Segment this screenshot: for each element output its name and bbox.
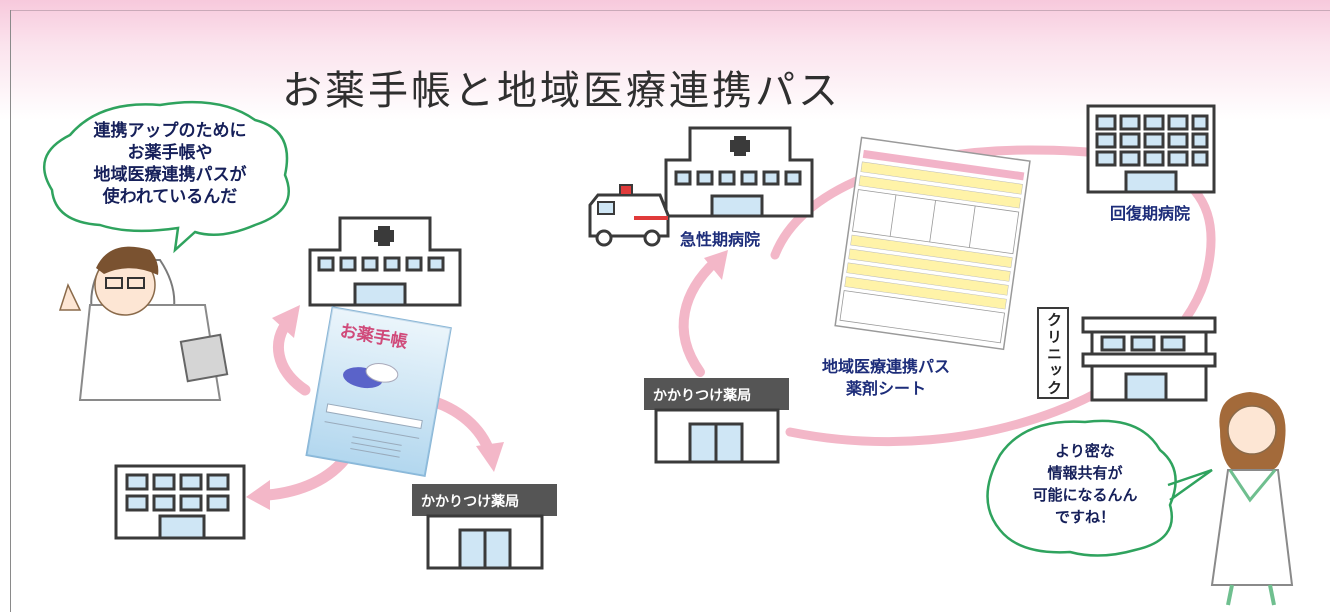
nurse-illustration bbox=[1210, 392, 1294, 606]
nurse-speech-bubble bbox=[986, 419, 1213, 557]
medicine-notebook bbox=[305, 306, 452, 478]
clinic-building-icon bbox=[1037, 307, 1217, 402]
left-office-icon bbox=[114, 464, 246, 540]
nurse-bubble-text: より密な 情報共有が 可能になるんん ですね！ bbox=[1005, 440, 1165, 528]
clinic-label: クリニック bbox=[1045, 312, 1063, 397]
nurse-bubble-line: ですね！ bbox=[1054, 508, 1115, 526]
frame-top-edge bbox=[10, 10, 1330, 11]
acute-hospital-icon bbox=[664, 126, 814, 218]
nurse-bubble-line: より密な bbox=[1055, 442, 1115, 460]
doctor-illustration bbox=[58, 246, 229, 401]
path-sheet-caption-line: 地域医療連携パス bbox=[822, 357, 951, 376]
ambulance-icon bbox=[588, 184, 670, 247]
doctor-bubble-line: 地域医療連携パスが bbox=[93, 165, 247, 185]
page-title: お薬手帳と地域医療連携パス bbox=[282, 68, 841, 114]
pharmacy-to-acute-arrowhead bbox=[704, 250, 728, 280]
recovery-hospital-label: 回復期病院 bbox=[1110, 204, 1191, 223]
notebook-to-hospital-arrowhead bbox=[272, 305, 300, 338]
path-sheet-caption-line: 薬剤シート bbox=[846, 379, 927, 398]
right-pharmacy-icon bbox=[644, 378, 789, 464]
pharmacy-to-acute-arrow bbox=[678, 257, 720, 377]
recovery-hospital-icon bbox=[1086, 104, 1216, 194]
doctor-speech-bubble bbox=[42, 100, 290, 254]
notebook-to-office-arrowhead bbox=[246, 480, 270, 510]
left-pharmacy-icon bbox=[412, 484, 557, 570]
path-drug-sheet bbox=[834, 136, 1031, 351]
path-sheet-caption: 地域医療連携パス 薬剤シート bbox=[822, 356, 950, 400]
left-pharmacy-label: かかりつけ薬局 bbox=[421, 494, 520, 510]
doctor-bubble-line: 連携アップのために bbox=[93, 121, 247, 141]
nurse-bubble-line: 情報共有が bbox=[1047, 464, 1123, 482]
doctor-bubble-line: お薬手帳や bbox=[127, 143, 213, 163]
nurse-bubble-line: 可能になるんん bbox=[1032, 486, 1138, 504]
acute-hospital-label: 急性期病院 bbox=[680, 230, 761, 249]
frame-left-edge bbox=[10, 10, 11, 612]
left-hospital-icon bbox=[308, 216, 462, 307]
right-pharmacy-label: かかりつけ薬局 bbox=[653, 388, 752, 404]
doctor-bubble-text: 連携アップのために お薬手帳や 地域医療連携パスが 使われているんだ bbox=[60, 120, 280, 208]
doctor-bubble-line: 使われているんだ bbox=[102, 187, 238, 207]
notebook-to-pharmacy-arrowhead bbox=[476, 442, 504, 472]
